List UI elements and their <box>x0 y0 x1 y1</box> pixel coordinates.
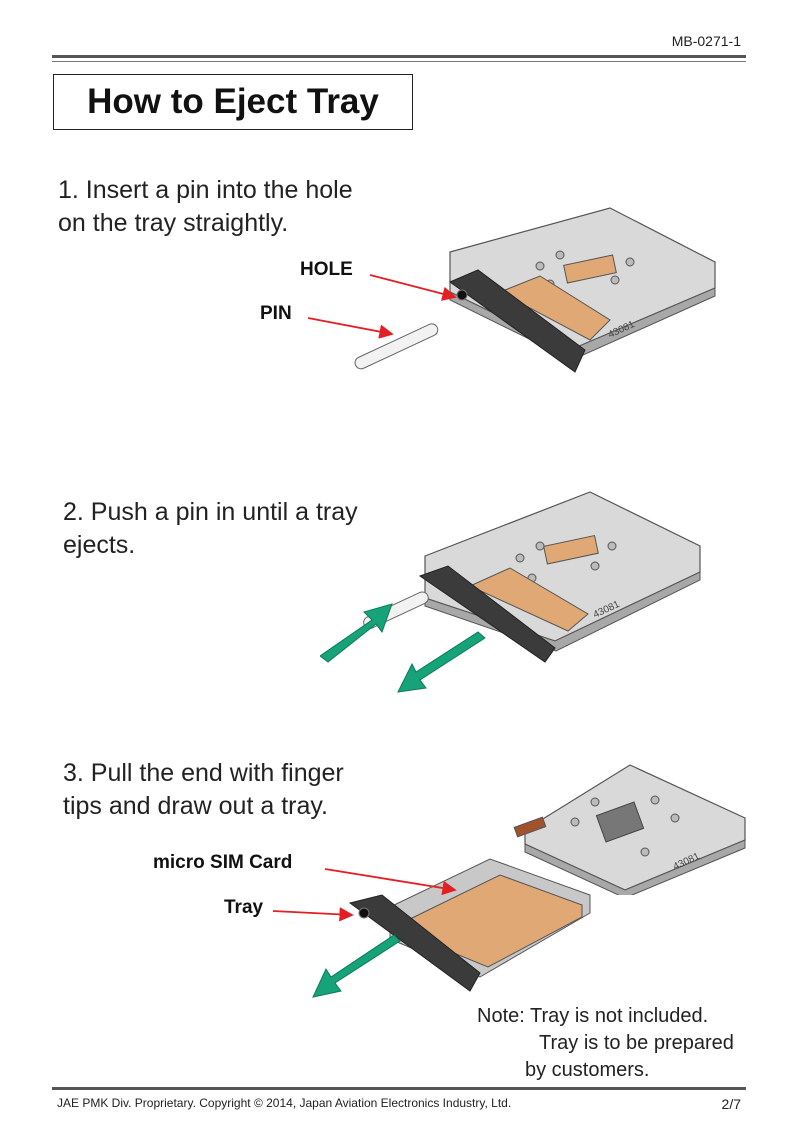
pin-arrow <box>307 317 394 339</box>
tray-plate <box>498 275 611 341</box>
sim-arrow <box>324 868 457 896</box>
tray-bar <box>418 565 556 663</box>
pin <box>354 323 439 370</box>
callout-sim: micro SIM Card <box>153 852 293 873</box>
figure-insert-pin: 43081 <box>354 207 716 373</box>
hole-arrow <box>369 274 457 301</box>
callout-pin: PIN <box>260 303 292 324</box>
note-line-2: Tray is to be prepared <box>539 1032 734 1054</box>
tray-arrow <box>272 907 354 922</box>
note-line-3: by customers. <box>525 1059 650 1081</box>
step-1-text: 1. Insert a pin into the hole on the tra… <box>58 174 353 240</box>
header-rule <box>52 55 746 58</box>
page-title: How to Eject Tray <box>87 82 379 121</box>
callout-arrows-step-1 <box>307 274 457 339</box>
callout-arrows-step-3 <box>272 868 457 922</box>
figure-connector: 43081 <box>513 764 746 895</box>
step-2-line-1: 2. Push a pin in until a tray <box>63 498 358 526</box>
document-id: MB-0271-1 <box>671 33 741 49</box>
step-3-line-2: tips and draw out a tray. <box>63 792 328 820</box>
tray-plate <box>468 567 589 632</box>
figure-push-pin: 43081 <box>320 491 701 693</box>
note-line-1: Note: Tray is not included. <box>477 1005 709 1027</box>
push-arrow <box>320 603 393 663</box>
title-box: How to Eject Tray <box>53 74 413 130</box>
callout-tray: Tray <box>224 897 264 918</box>
figure-tray-out <box>312 858 591 998</box>
step-1-line-2: on the tray straightly. <box>58 209 289 237</box>
eject-arrow <box>397 631 486 693</box>
step-2-text: 2. Push a pin in until a tray ejects. <box>63 496 358 562</box>
footer-rule <box>52 1087 746 1090</box>
tray-bar <box>448 269 586 373</box>
hole-mark <box>456 289 468 301</box>
step-3-line-1: 3. Pull the end with finger <box>63 759 344 787</box>
pull-arrow <box>312 934 401 998</box>
note: Note: Tray is not included. Tray is to b… <box>477 1003 734 1084</box>
page-number: 2/7 <box>721 1096 741 1112</box>
step-2-line-2: ejects. <box>63 531 136 559</box>
callout-hole: HOLE <box>300 259 353 280</box>
header-rule-thin <box>52 61 746 62</box>
step-1-line-1: 1. Insert a pin into the hole <box>58 176 353 204</box>
tray-bar <box>348 894 481 992</box>
step-3-text: 3. Pull the end with finger tips and dra… <box>63 757 344 823</box>
footer-copyright: JAE PMK Div. Proprietary. Copyright © 20… <box>57 1096 512 1110</box>
